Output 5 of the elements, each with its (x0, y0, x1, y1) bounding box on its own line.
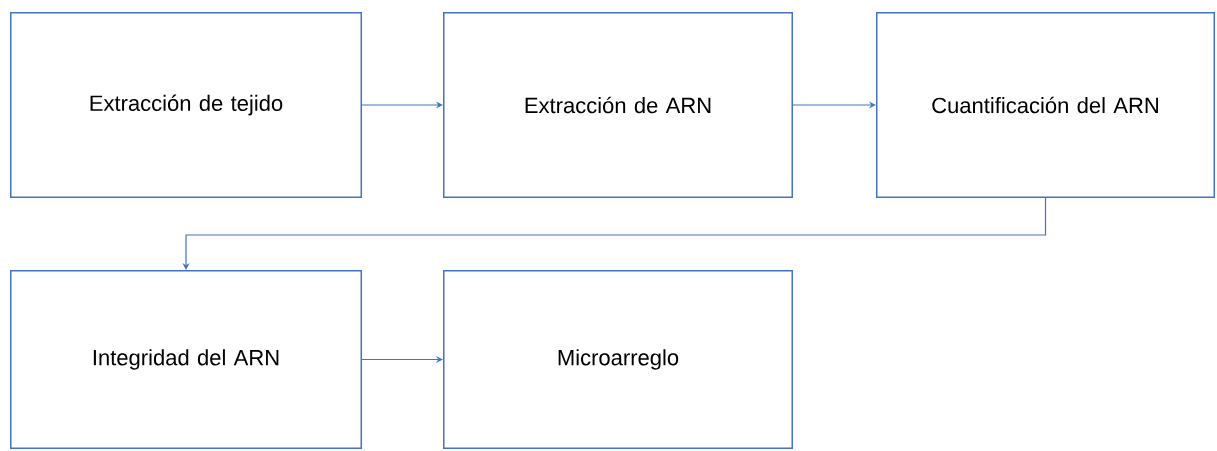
process-box: Cuantificación del ARN (876, 12, 1215, 198)
process-box: Extracción de tejido (10, 12, 362, 198)
process-box: Integridad del ARN (10, 270, 362, 449)
process-box: Microarreglo (443, 270, 793, 449)
process-box: Extracción de ARN (443, 12, 793, 198)
